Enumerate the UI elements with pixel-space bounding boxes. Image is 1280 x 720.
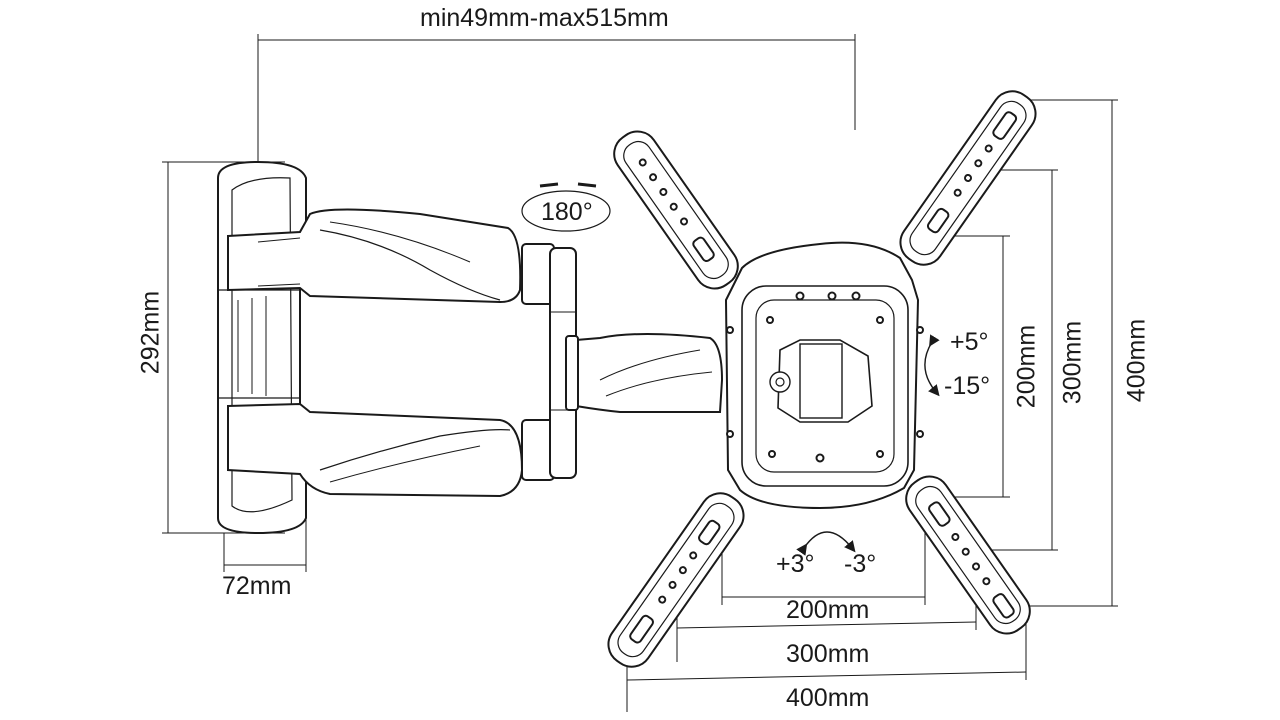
swivel-indicator xyxy=(521,182,611,232)
vesa-rails xyxy=(607,90,1037,668)
wall-plate xyxy=(217,160,307,535)
depth-range-label: min49mm-max515mm xyxy=(420,4,669,32)
tilt-arc xyxy=(924,334,940,397)
tilt-up-label: +5° xyxy=(950,328,989,356)
vesa-vertical-400-label: 400mm xyxy=(1122,318,1151,403)
vesa-horizontal-200-label: 200mm xyxy=(786,596,870,624)
rotate-left-label: +3° xyxy=(776,550,815,578)
vesa-vertical-300-label: 300mm xyxy=(1058,320,1087,405)
vesa-vertical-200-label: 200mm xyxy=(1012,324,1041,409)
lower-arm xyxy=(227,402,524,498)
center-plate xyxy=(724,241,924,510)
wall-plate-width-label: 72mm xyxy=(222,572,292,600)
tilt-down-label: -15° xyxy=(944,372,991,400)
vesa-horizontal-300-label: 300mm xyxy=(786,640,870,668)
rotate-right-label: -3° xyxy=(844,550,877,578)
forearm xyxy=(565,333,724,413)
wall-plate-height-label: 292mm xyxy=(136,290,165,375)
upper-arm xyxy=(227,208,522,304)
vesa-horizontal-400-label: 400mm xyxy=(786,684,870,712)
rotation-arc xyxy=(796,531,856,556)
swivel-label: 180° xyxy=(541,198,593,226)
elbow-pivot xyxy=(521,243,577,481)
